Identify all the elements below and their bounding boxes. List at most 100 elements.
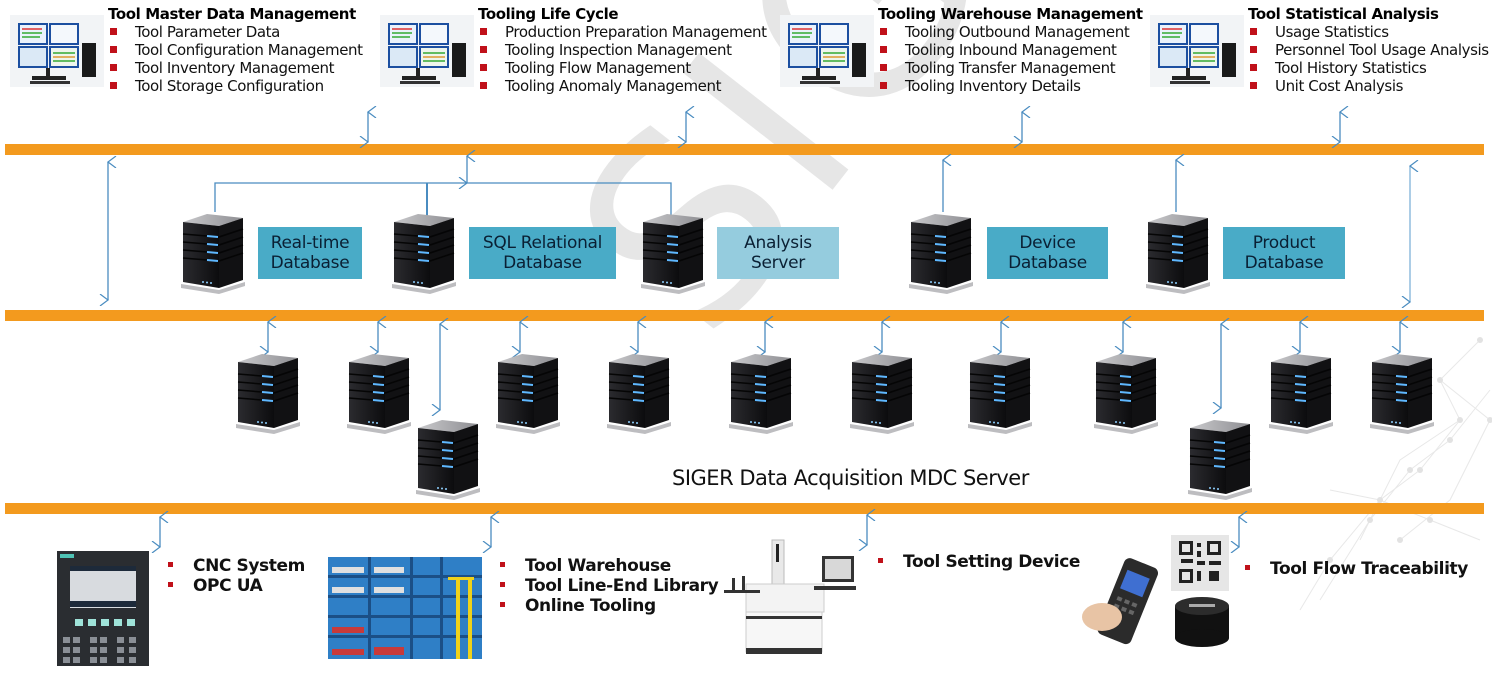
mdc-server-icon xyxy=(848,352,914,436)
bullet-icon xyxy=(1250,28,1257,35)
bullet-icon xyxy=(500,602,505,607)
db-label: Real-time xyxy=(270,233,350,253)
bullet-icon xyxy=(110,64,117,71)
mdc-server-icon xyxy=(1092,352,1158,436)
db-label: Database xyxy=(503,253,582,273)
module-item: Tooling Anomaly Management xyxy=(478,77,767,95)
bullet-icon xyxy=(110,82,117,89)
handheld-scanner-image xyxy=(1082,558,1159,645)
module-title: Tooling Life Cycle xyxy=(478,5,619,23)
mdc-server-icon xyxy=(727,352,793,436)
server-icon xyxy=(390,212,456,296)
module-item: Tool Storage Configuration xyxy=(108,77,363,95)
module-item: Tool Inventory Management xyxy=(108,59,363,77)
bullet-icon xyxy=(880,28,887,35)
workstation-icon xyxy=(10,15,104,87)
db-link-line xyxy=(214,182,672,220)
mdc-server-label: SIGER Data Acquisition MDC Server xyxy=(672,466,1029,490)
bullet-icon xyxy=(1245,565,1250,570)
bullet-icon xyxy=(110,28,117,35)
server-icon xyxy=(1144,212,1210,296)
module-title: Tool Statistical Analysis xyxy=(1248,5,1439,23)
server-icon xyxy=(179,212,245,296)
mdc-server-icon xyxy=(1186,418,1252,502)
device-item: Tool Warehouse xyxy=(500,556,718,576)
device-item: CNC System xyxy=(168,556,305,576)
module-item: Tooling Inventory Details xyxy=(878,77,1143,95)
bullet-icon xyxy=(500,582,505,587)
mdc-server-icon xyxy=(345,352,411,436)
bullet-icon xyxy=(880,82,887,89)
bullet-icon xyxy=(880,46,887,53)
top-bus-bar xyxy=(5,144,1484,155)
mdc-server-icon xyxy=(414,418,480,502)
server-icon xyxy=(639,212,705,296)
bullet-icon xyxy=(480,82,487,89)
bullet-icon xyxy=(480,64,487,71)
workstation-icon xyxy=(1150,15,1244,87)
bottom-bus-bar xyxy=(5,503,1484,514)
mdc-server-icon xyxy=(966,352,1032,436)
device-cnc-list: CNC System OPC UA xyxy=(168,556,305,596)
bullet-icon xyxy=(168,582,173,587)
bullet-icon xyxy=(878,558,883,563)
cnc-panel-icon xyxy=(57,551,149,666)
module-item: Tooling Transfer Management xyxy=(878,59,1143,77)
module-title: Tooling Warehouse Management xyxy=(878,5,1143,23)
device-item: Tool Line-End Library xyxy=(500,576,719,596)
middle-bus-bar xyxy=(5,310,1484,321)
module-item: Tooling Flow Management xyxy=(478,59,767,77)
tool-setting-device-image xyxy=(724,539,856,654)
bullet-icon xyxy=(110,46,117,53)
device-item: OPC UA xyxy=(168,576,305,596)
server-icon xyxy=(907,212,973,296)
module-item: Tool Parameter Data xyxy=(108,23,363,41)
bullet-icon xyxy=(168,562,173,567)
db-label: Database xyxy=(1244,253,1324,273)
bullet-icon xyxy=(1250,64,1257,71)
rfid-tag-image xyxy=(1175,597,1229,647)
bullet-icon xyxy=(1250,46,1257,53)
mdc-server-icon xyxy=(1368,352,1434,436)
bullet-icon xyxy=(1250,82,1257,89)
db-label: Device xyxy=(1019,233,1076,253)
qr-code-icon xyxy=(1171,535,1229,591)
db-label: Analysis xyxy=(744,233,812,253)
mdc-server-icon xyxy=(234,352,300,436)
workstation-icon xyxy=(780,15,874,87)
bullet-icon xyxy=(480,46,487,53)
device-item: Tool Setting Device xyxy=(878,552,1080,572)
device-setting-list: Tool Setting Device xyxy=(878,552,1080,572)
db-label: Database xyxy=(270,253,350,273)
mdc-server-icon xyxy=(1267,352,1333,436)
mdc-server-icon xyxy=(605,352,671,436)
module-title: Tool Master Data Management xyxy=(108,5,356,23)
device-trace-list: Tool Flow Traceability xyxy=(1245,559,1468,579)
workstation-icon xyxy=(380,15,474,87)
device-item: Online Tooling xyxy=(500,596,718,616)
db-label: Database xyxy=(1008,253,1087,273)
db-label: SQL Relational xyxy=(482,233,603,253)
module-item: Tool Configuration Management xyxy=(108,41,363,59)
module-item: Tooling Outbound Management xyxy=(878,23,1143,41)
device-item: Tool Flow Traceability xyxy=(1245,559,1468,579)
module-item: Tooling Inspection Management xyxy=(478,41,767,59)
bullet-icon xyxy=(880,64,887,71)
module-item: Unit Cost Analysis xyxy=(1248,77,1489,95)
module-item: Tooling Inbound Management xyxy=(878,41,1143,59)
db-label: Server xyxy=(751,253,805,273)
module-item: Tool History Statistics xyxy=(1248,59,1489,77)
bullet-icon xyxy=(500,562,505,567)
device-warehouse-list: Tool Warehouse Tool Line-End Library Onl… xyxy=(500,556,719,616)
db-label: Product xyxy=(1252,233,1316,253)
tool-warehouse-image xyxy=(328,557,482,659)
module-item: Personnel Tool Usage Analysis xyxy=(1248,41,1489,59)
bullet-icon xyxy=(480,28,487,35)
module-item: Usage Statistics xyxy=(1248,23,1489,41)
